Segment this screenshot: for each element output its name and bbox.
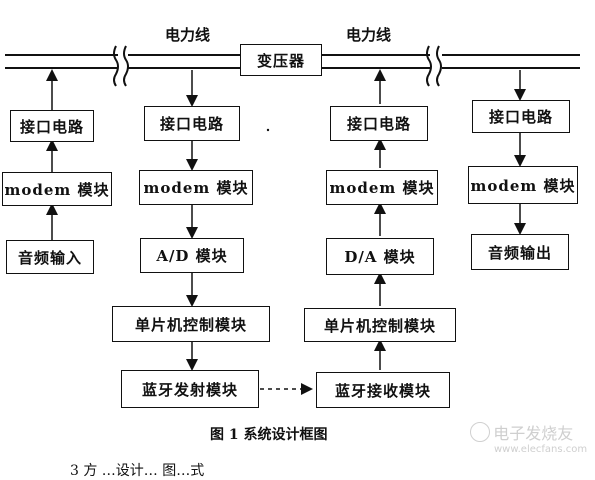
interface-circuit-box-1: 接口电路 (10, 110, 94, 142)
figure-caption: 图 1 系统设计框图 (210, 427, 328, 443)
interface-circuit-box-4: 接口电路 (472, 100, 570, 133)
mcu-control-box-2: 单片机控制模块 (304, 308, 456, 342)
audio-input-box: 音频输入 (6, 240, 94, 274)
modem-module-box-3: modem 模块 (326, 170, 438, 205)
modem-module-box-2: modem 模块 (139, 170, 253, 205)
bt-transmit-box: 蓝牙发射模块 (121, 370, 259, 408)
interface-circuit-box-2: 接口电路 (144, 106, 240, 141)
mcu-control-box-1: 单片机控制模块 (112, 306, 270, 342)
stray-dot (266, 128, 270, 132)
da-module-box: D/A 模块 (326, 238, 434, 275)
interface-circuit-box-3: 接口电路 (330, 106, 428, 141)
powerline-label-right: 电力线 (346, 26, 392, 44)
ad-module-box: A/D 模块 (140, 238, 244, 273)
watermark-text-1: 电子发烧友 (493, 424, 574, 443)
bt-receive-box: 蓝牙接收模块 (316, 372, 450, 408)
watermark-logo: 电子发烧友 www.elecfans.com (470, 420, 587, 455)
watermark-text-2: www.elecfans.com (494, 444, 588, 455)
watermark-icon (470, 422, 490, 442)
modem-module-box-1: modem 模块 (2, 172, 112, 206)
bottom-partial-text: 3 方 …设计… 图…式 (70, 463, 205, 479)
powerline-label-left: 电力线 (165, 26, 211, 44)
audio-output-box: 音频输出 (471, 234, 569, 270)
modem-module-box-4: modem 模块 (468, 166, 578, 204)
transformer-box: 变压器 (240, 44, 322, 76)
